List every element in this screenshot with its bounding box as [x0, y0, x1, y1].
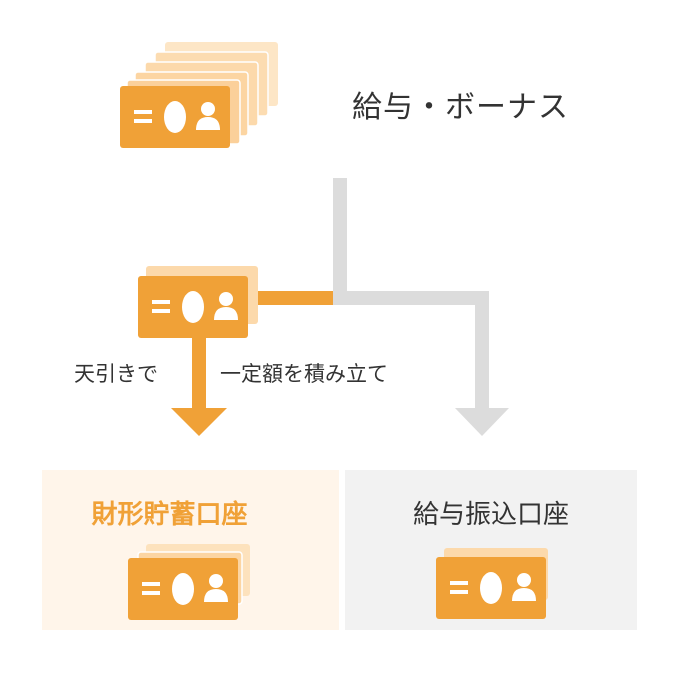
salary-bonus-title: 給与・ボーナス [352, 90, 569, 125]
deduction-label: 天引きで [74, 362, 158, 386]
salary-account-label: 給与振込口座 [412, 500, 569, 530]
salary-card-icon [436, 548, 548, 619]
salary-flow-arrow [333, 178, 509, 436]
money-card-stack-icon [120, 42, 278, 148]
savings-flow-arrow [171, 326, 227, 436]
savings-account-label: 財形貯蓄口座 [91, 500, 248, 530]
branch-connector [256, 291, 333, 305]
savings-card-stack-icon [128, 544, 250, 620]
money-card-icon [138, 266, 258, 338]
accumulate-label: 一定額を積み立て [220, 362, 388, 386]
